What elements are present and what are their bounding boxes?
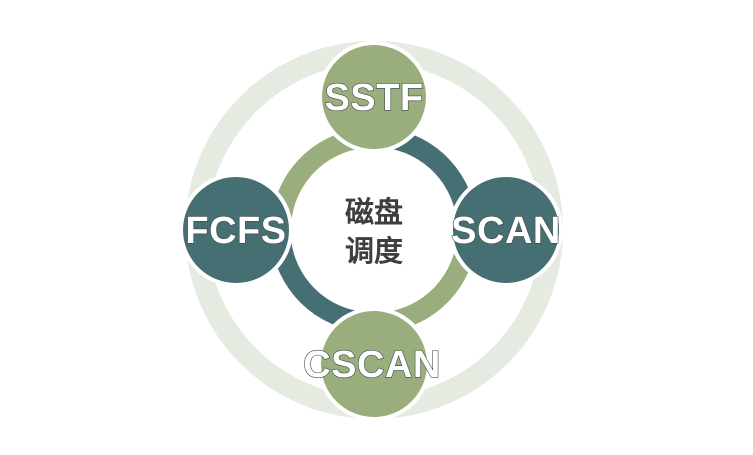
node-bottom-label: CSCAN bbox=[303, 344, 441, 386]
node-left-circle bbox=[179, 173, 293, 287]
node-top-circle bbox=[318, 41, 430, 153]
node-top-label: SSTF bbox=[324, 77, 423, 119]
center-label-line2: 调度 bbox=[345, 234, 403, 268]
node-right-label: SCAN bbox=[451, 210, 561, 252]
node-left-label: FCFS bbox=[185, 210, 286, 252]
node-right-circle bbox=[449, 173, 563, 287]
center-disc bbox=[298, 154, 450, 306]
node-bottom-circle bbox=[317, 307, 431, 421]
center-label-line1: 磁盘 bbox=[345, 195, 403, 229]
